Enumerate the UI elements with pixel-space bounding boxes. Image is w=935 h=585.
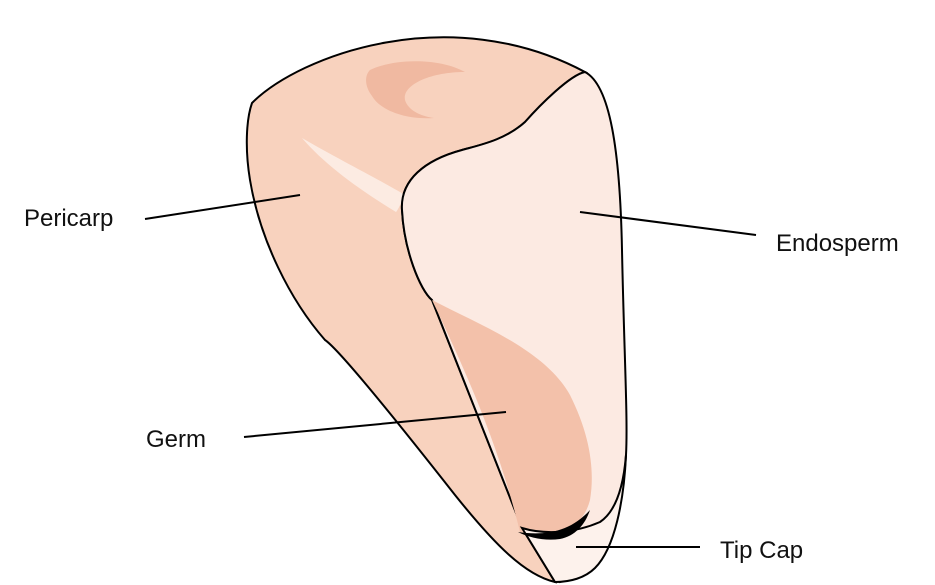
- germ-label: Germ: [146, 428, 206, 452]
- endosperm-label: Endosperm: [776, 232, 899, 256]
- pericarp-label: Pericarp: [24, 207, 113, 231]
- tip-cap-label: Tip Cap: [720, 539, 803, 563]
